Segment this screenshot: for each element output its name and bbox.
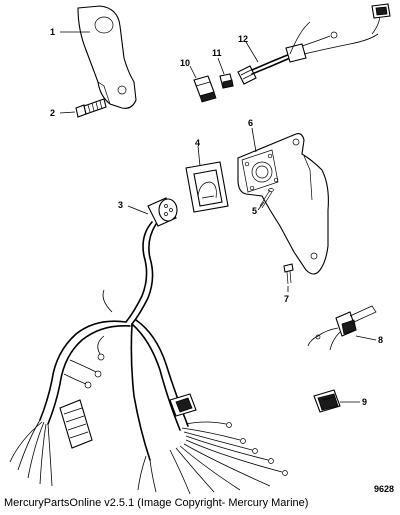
part-4-seal[interactable] <box>185 161 229 213</box>
part-8-sensor[interactable] <box>307 305 377 351</box>
leader-line-11 <box>217 57 225 75</box>
leader-line-10 <box>189 65 197 79</box>
callout-4[interactable]: 4 <box>195 138 200 148</box>
part-11-plug[interactable] <box>219 73 234 89</box>
leader-line-3 <box>127 205 149 215</box>
callout-12[interactable]: 12 <box>238 34 248 44</box>
part-2-bolt[interactable] <box>75 98 107 118</box>
callout-9[interactable]: 9 <box>362 397 367 407</box>
part-12-sub-harness[interactable] <box>237 3 391 85</box>
callout-11[interactable]: 11 <box>212 48 222 58</box>
callout-2[interactable]: 2 <box>50 108 55 118</box>
callout-10[interactable]: 10 <box>180 58 190 68</box>
callout-8[interactable]: 8 <box>378 335 383 345</box>
callout-3[interactable]: 3 <box>118 200 123 210</box>
leader-line-8 <box>355 335 377 341</box>
part-1-bracket[interactable] <box>77 5 137 109</box>
figure-number: 9628 <box>373 484 394 494</box>
part-9-connector[interactable] <box>313 389 341 413</box>
leader-line-2 <box>59 111 76 114</box>
leader-line-6 <box>251 127 257 153</box>
callout-7[interactable]: 7 <box>284 294 289 304</box>
part-10-connector[interactable] <box>193 75 217 103</box>
part-7-screw[interactable] <box>283 263 294 285</box>
callout-5[interactable]: 5 <box>252 206 257 216</box>
part-5-screw[interactable] <box>259 188 274 209</box>
leader-line-12 <box>245 41 259 63</box>
part-3-engine-harness[interactable] <box>9 197 288 495</box>
callout-6[interactable]: 6 <box>248 118 253 128</box>
callout-1[interactable]: 1 <box>50 27 55 37</box>
leader-line-4 <box>197 145 201 167</box>
footer-credit: MercuryPartsOnline v2.5.1 (Image Copyrig… <box>4 497 309 509</box>
part-6-plate[interactable] <box>237 133 329 275</box>
leader-line-5 <box>257 201 265 211</box>
